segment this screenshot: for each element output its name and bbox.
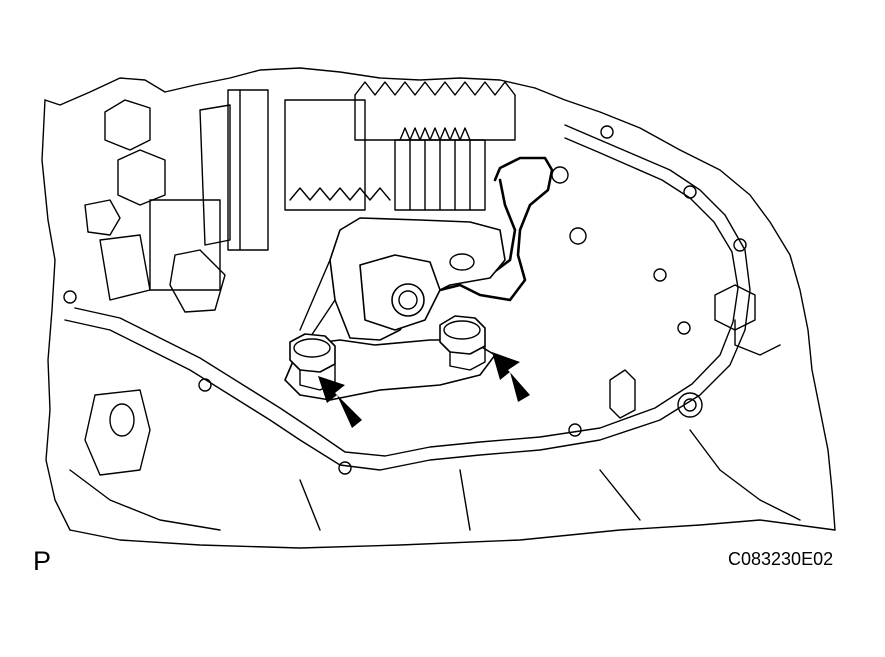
shift-lever-bracket bbox=[284, 156, 554, 401]
arrow-pointer-icon bbox=[318, 352, 530, 428]
flange-bolt-holes bbox=[63, 125, 747, 475]
gear-set bbox=[289, 81, 516, 211]
view-code-label: P bbox=[33, 546, 52, 576]
bolt-right bbox=[439, 315, 486, 371]
shift-shafts bbox=[84, 89, 366, 313]
bolt-left bbox=[289, 333, 336, 391]
figure-id-label: C083230E02 bbox=[728, 549, 834, 569]
lower-case bbox=[69, 284, 801, 531]
